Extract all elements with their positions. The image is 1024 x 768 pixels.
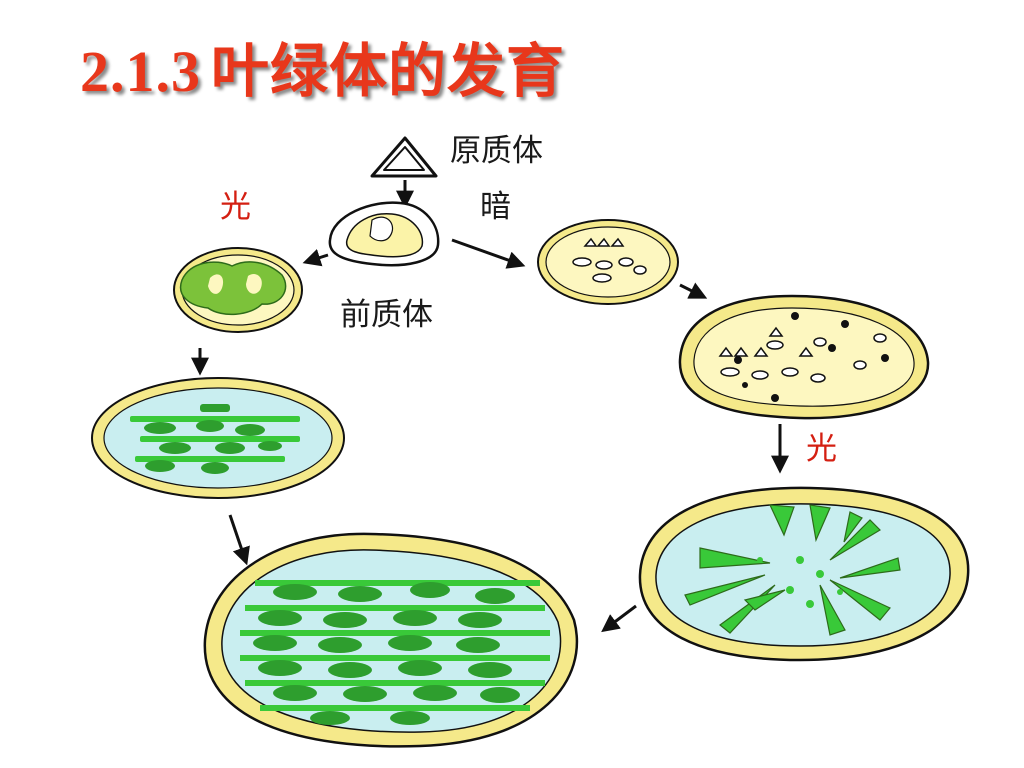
label-light-right: 光 bbox=[806, 431, 837, 467]
title-text: 叶绿体的发育 bbox=[211, 37, 566, 105]
greening-chloroplast bbox=[638, 486, 970, 662]
prochloroplast-shape bbox=[328, 201, 440, 267]
mature-chloroplast bbox=[203, 532, 579, 748]
proplastid-shape bbox=[370, 136, 438, 178]
label-dark: 暗 bbox=[480, 189, 511, 225]
etioplast-small bbox=[537, 219, 679, 305]
arrow-to-light bbox=[302, 249, 329, 267]
arrow-dark-right bbox=[679, 282, 708, 299]
young-chloroplast-light bbox=[173, 247, 303, 333]
label-prochloroplast: 前质体 bbox=[340, 297, 433, 333]
arrow-to-mature bbox=[601, 604, 637, 633]
label-proplastid: 原质体 bbox=[450, 133, 543, 169]
arrow-left-down-2 bbox=[228, 514, 250, 566]
title-number: 2.1.3 bbox=[80, 39, 201, 104]
arrow-to-dark bbox=[451, 238, 526, 269]
developing-chloroplast-left bbox=[91, 377, 345, 499]
etioplast-large bbox=[678, 294, 930, 420]
label-light-left: 光 bbox=[220, 189, 251, 225]
